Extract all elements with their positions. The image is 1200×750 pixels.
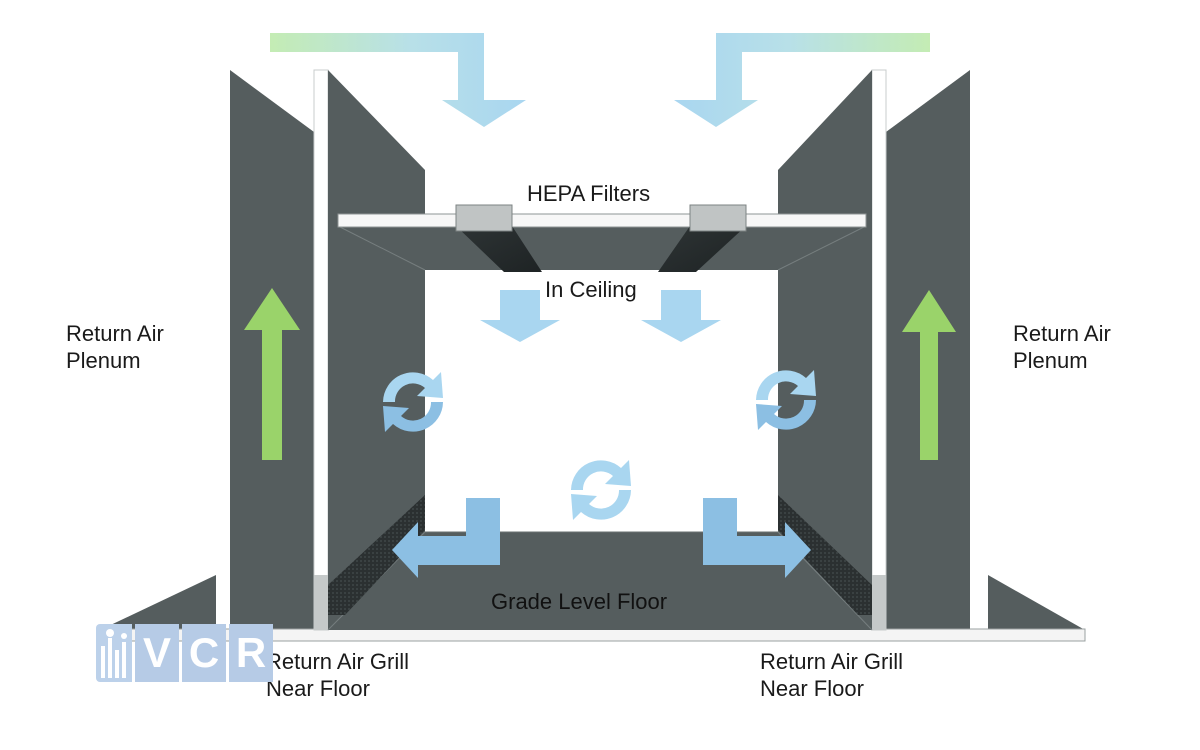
vcr-logo-letter-c: C <box>182 624 226 682</box>
return-air-arrow-right <box>902 290 956 460</box>
supply-air-arrow-ceiling-left <box>480 290 560 342</box>
vcr-logo: V C R <box>96 624 273 682</box>
supply-air-arrow-top-right <box>674 33 930 127</box>
return-air-plenum-left-label: Return Air Plenum <box>66 321 164 373</box>
circulation-icon-left <box>383 372 443 432</box>
vcr-logo-letter-r: R <box>229 624 273 682</box>
hepa-shelf <box>337 213 867 228</box>
return-air-plenum-right-label: Return Air Plenum <box>1013 321 1111 373</box>
right-floor-plate <box>988 575 1085 630</box>
hepa-filter-left <box>455 204 542 272</box>
left-floor-plate <box>100 575 216 630</box>
grade-level-floor-label: Grade Level Floor <box>491 589 668 614</box>
floor-return-arrow-right <box>703 498 811 578</box>
in-ceiling-label: In Ceiling <box>545 277 637 302</box>
room-left-wall <box>328 70 425 630</box>
circulation-icon-right <box>756 370 816 430</box>
return-air-grill-right-label: Return Air Grill Near Floor <box>760 649 904 701</box>
right-grill-gap <box>872 575 886 630</box>
left-white-divider <box>313 69 329 631</box>
floor-return-arrow-left <box>392 498 500 578</box>
supply-air-arrow-ceiling-right <box>641 290 721 342</box>
hepa-filter-right <box>658 204 747 272</box>
vcr-logo-letter-v: V <box>135 624 179 682</box>
return-air-grill-left-label: Return Air Grill Near Floor <box>266 649 410 701</box>
room-right-wall <box>778 70 872 630</box>
circulation-icon-center <box>571 460 631 520</box>
left-grill-gap <box>314 575 328 630</box>
right-return-air-grill <box>778 495 872 615</box>
supply-air-arrow-top-left <box>270 33 526 127</box>
hepa-filters-label: HEPA Filters <box>527 181 651 206</box>
return-air-arrow-left <box>244 288 300 460</box>
right-white-divider <box>871 69 887 631</box>
room-ceiling <box>338 226 866 270</box>
left-return-air-grill <box>328 495 425 615</box>
room-back-wall <box>425 270 778 532</box>
vcr-logo-mark-icon <box>96 624 132 682</box>
